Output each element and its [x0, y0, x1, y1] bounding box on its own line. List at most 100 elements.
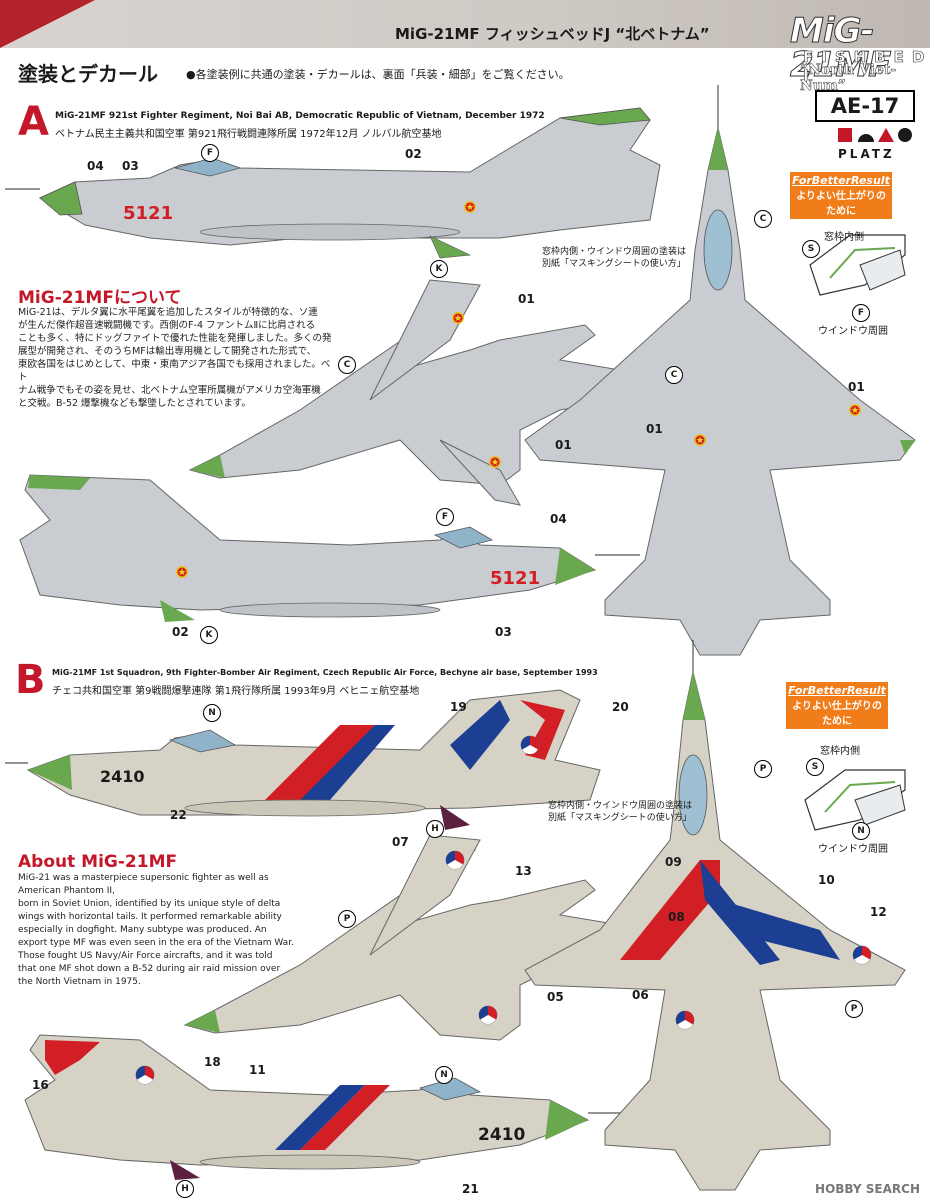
- about-jp-line: MiG-21は、デルタ翼に水平尾翼を追加したスタイルが特徴的な、ソ連: [18, 307, 318, 318]
- better-result-subtitle: よりよい仕上がりの: [796, 191, 886, 202]
- better-result-title: ForBetterResult: [792, 174, 890, 187]
- better-result-box-a: ForBetterResult よりよい仕上がりの ために: [790, 172, 892, 219]
- scheme-b-tail-number-right: 2410: [478, 1125, 525, 1145]
- watermark: HOBBY SEARCH: [815, 1182, 920, 1196]
- callout-19: 19: [450, 700, 467, 714]
- scheme-a-tail-number-right: 5121: [490, 568, 540, 589]
- kit-code-badge: AE-17: [815, 90, 915, 122]
- about-jp-line: ナム戦争でもその姿を見せ、北ベトナム空軍所属機がアメリカ空海軍機: [18, 385, 321, 396]
- callout-03-lower: 03: [495, 625, 512, 639]
- scheme-b-caption-jp: チェコ共和国空軍 第9戦闘爆撃連隊 第1飛行隊所属 1993年9月 ベヒニェ航空…: [52, 686, 420, 697]
- masking-note-line: 別紙「マスキングシートの使い方」: [542, 259, 686, 269]
- callout-c-center: C: [338, 356, 356, 374]
- about-en-line: American Phantom II,: [18, 886, 115, 896]
- callout-21: 21: [462, 1182, 479, 1196]
- callout-08: 08: [668, 910, 685, 924]
- callout-c-plan: C: [754, 210, 772, 228]
- callout-f-lower: F: [436, 508, 454, 526]
- callout-18: 18: [204, 1055, 221, 1069]
- scheme-a-caption-jp: ベトナム民主主義共和国空軍 第921飛行戦闘連隊所属 1972年12月 ノルバル…: [55, 129, 442, 140]
- section-note: ●各塗装例に共通の塗装・デカールは、裏面「兵装・細部」をご覧ください。: [186, 68, 570, 81]
- callout-n-detail: N: [852, 822, 870, 840]
- callout-22: 22: [170, 808, 187, 822]
- callout-12: 12: [870, 905, 887, 919]
- masking-note-line: 窓枠内側・ウインドウ周囲の塗装は: [542, 247, 687, 257]
- callout-02-lower: 02: [172, 625, 189, 639]
- about-en-heading: About MiG-21MF: [18, 852, 178, 872]
- canopy-detail-a: [809, 234, 906, 296]
- scheme-a-top-view: [188, 279, 656, 506]
- scheme-a-side-view-left: 5121: [5, 107, 661, 259]
- scheme-a-caption-en: MiG-21MF 921st Fighter Regiment, Noi Bai…: [55, 111, 545, 121]
- callout-01-plan-right: 01: [848, 380, 865, 394]
- callout-02: 02: [405, 147, 422, 161]
- about-jp-heading: MiG-21MFについて: [18, 288, 182, 308]
- masking-note-line: 窓枠内側・ウインドウ周囲の塗装は: [548, 801, 693, 811]
- about-en-line: MiG-21 was a masterpiece supersonic figh…: [18, 873, 269, 883]
- callout-s-a: S: [802, 240, 820, 258]
- header-band: [0, 0, 930, 48]
- canopy-detail-b: [804, 769, 906, 831]
- callout-10: 10: [818, 873, 835, 887]
- logo-mig21mf: MiG-21MF: [790, 11, 892, 85]
- scheme-b-side-view-left: 2410: [5, 689, 601, 830]
- label-window-inside-b: 窓枠内側: [820, 746, 860, 757]
- scheme-a-tail-number-left: 5121: [123, 203, 173, 224]
- callout-h-lower: H: [176, 1180, 194, 1198]
- about-jp-line: ことも多く、特にドッグファイトで優れた性能を発揮しました。多くの発: [18, 333, 332, 344]
- brand-name: PLATZ: [838, 147, 895, 161]
- callout-k-lower: K: [200, 626, 218, 644]
- about-en-line: that one MF shot down a B-52 during air …: [18, 964, 281, 974]
- label-window-inside-a: 窓枠内側: [824, 232, 864, 243]
- logo-fishbed: FISHBED J: [803, 48, 930, 85]
- about-en-text: MiG-21 was a masterpiece supersonic figh…: [18, 872, 338, 989]
- callout-13: 13: [515, 864, 532, 878]
- better-result-box-b: ForBetterResult よりよい仕上がりの ために: [786, 682, 888, 729]
- callout-05: 05: [547, 990, 564, 1004]
- about-jp-line: と交戦。B-52 爆撃機なども撃墜したとされています。: [18, 398, 251, 409]
- callout-07: 07: [392, 835, 409, 849]
- callout-f: F: [201, 144, 219, 162]
- about-en-line: the North Vietnam in 1975.: [18, 977, 141, 987]
- callout-n-lower: N: [435, 1066, 453, 1084]
- scheme-b-tail-number-left: 2410: [100, 767, 145, 786]
- callout-01-plan-left: 01: [646, 422, 663, 436]
- label-window-around-a: ウインドウ周囲: [818, 326, 888, 337]
- about-jp-line: が生んだ傑作超音速戦闘機です。西側のF-4 ファントムⅡに比肩される: [18, 320, 316, 331]
- better-result-subtitle: よりよい仕上がりの: [792, 701, 882, 712]
- callout-n: N: [203, 704, 221, 722]
- callout-11: 11: [249, 1063, 266, 1077]
- scheme-b-caption-en: MiG-21MF 1st Squadron, 9th Fighter-Bombe…: [52, 668, 598, 677]
- about-jp-line: 展型が開発され、そのうちMFは輸出専用機として開発された形式で、: [18, 346, 317, 357]
- better-result-subtitle: ために: [822, 716, 852, 727]
- about-en-line: export type MF was even seen in the era …: [18, 938, 294, 948]
- about-en-line: wings with horizontal tails. It performe…: [18, 912, 282, 922]
- about-en-line: born in Soviet Union, identified by its …: [18, 899, 281, 909]
- masking-note-line: 別紙「マスキングシートの使い方」: [548, 813, 692, 823]
- callout-01-lower: 01: [555, 438, 572, 452]
- scheme-b-letter: B: [15, 657, 46, 703]
- about-en-line: especially in dogfight. Many subtype was…: [18, 925, 267, 935]
- callout-p-plan: P: [754, 760, 772, 778]
- callout-k: K: [430, 260, 448, 278]
- callout-16: 16: [32, 1078, 49, 1092]
- platz-logo-icon: [838, 128, 912, 142]
- callout-01-top: 01: [518, 292, 535, 306]
- scheme-a-plan-view: [524, 85, 916, 656]
- callout-03: 03: [122, 159, 139, 173]
- about-en-line: Those fought US Navy/Air Force aircrafts…: [18, 951, 273, 961]
- scheme-a-side-view-right: 5121: [19, 474, 640, 622]
- label-window-around-b: ウインドウ周囲: [818, 844, 888, 855]
- scheme-a-letter: A: [18, 99, 49, 145]
- callout-20: 20: [612, 700, 629, 714]
- callout-04-lower: 04: [550, 512, 567, 526]
- section-heading: 塗装とデカール: [18, 62, 158, 86]
- page-title: MiG-21MF フィッシュベッドJ “北ベトナム”: [395, 25, 710, 43]
- about-jp-text: MiG-21は、デルタ翼に水平尾翼を追加したスタイルが特徴的な、ソ連 が生んだ傑…: [18, 306, 338, 410]
- callout-s-b: S: [806, 758, 824, 776]
- better-result-subtitle: ために: [826, 206, 856, 217]
- masking-note-b: 窓枠内側・ウインドウ周囲の塗装は 別紙「マスキングシートの使い方」: [548, 800, 692, 824]
- callout-p-center: P: [338, 910, 356, 928]
- header-red-wedge: [0, 0, 95, 48]
